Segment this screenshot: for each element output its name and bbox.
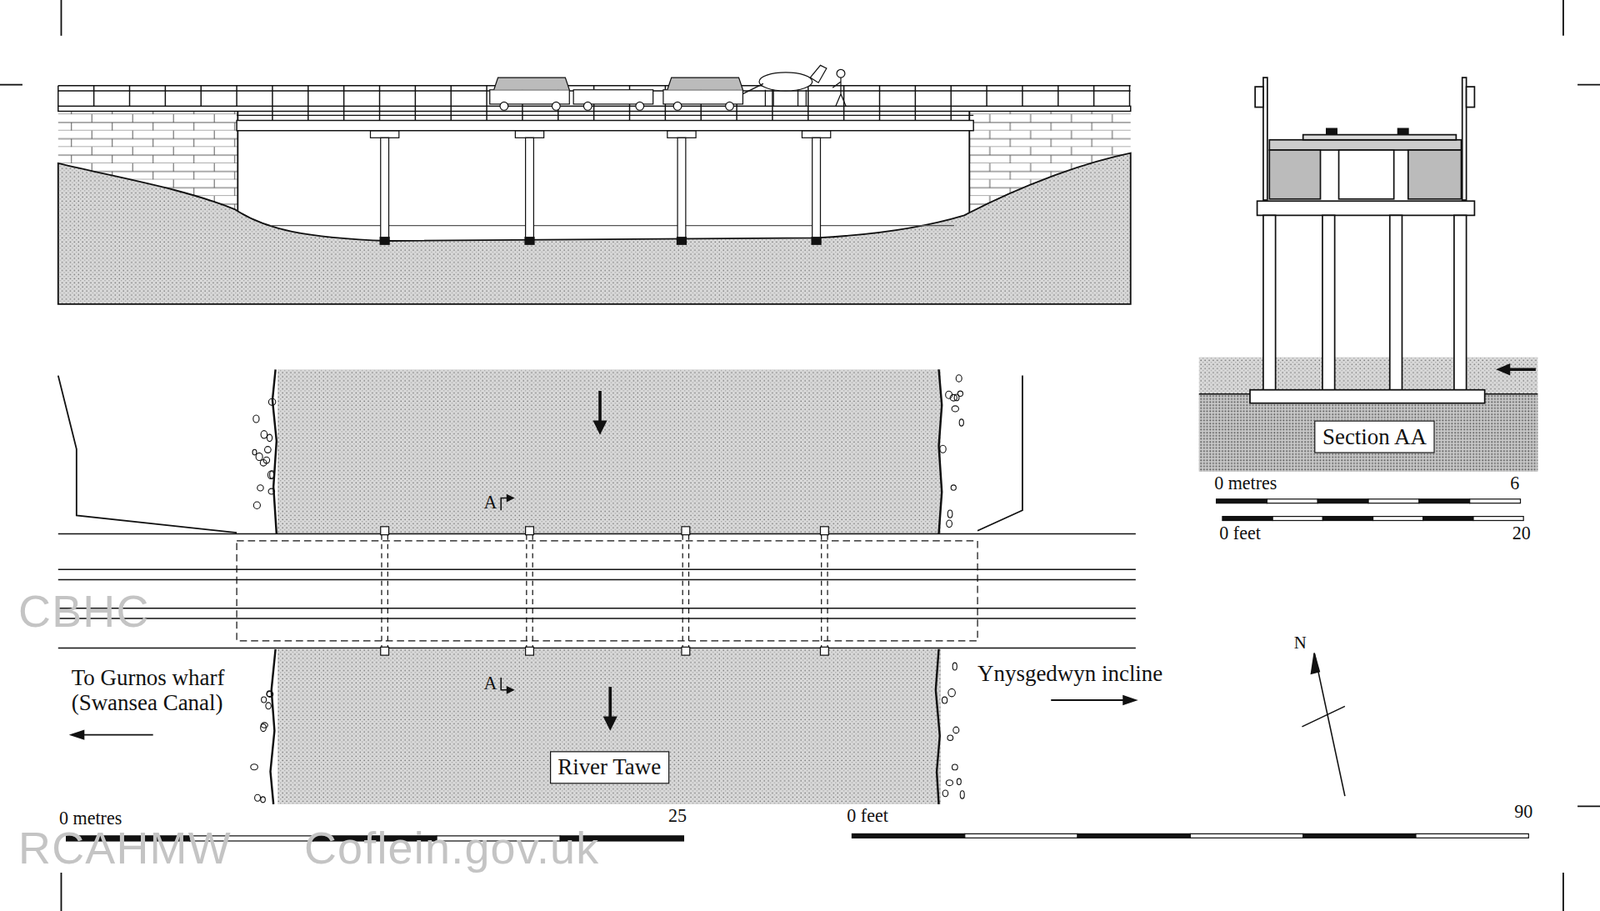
scale-label: 25 <box>668 805 687 826</box>
section-letter: A <box>483 672 497 694</box>
scale-bars <box>66 499 1530 841</box>
scale-label: 0 metres <box>1214 472 1277 494</box>
scale-label: 6 <box>1510 472 1520 494</box>
section-letter: A <box>483 491 497 513</box>
watermark: Coflein.gov.uk <box>304 822 600 875</box>
section-aa <box>1199 77 1539 472</box>
destination-label: To Gurnos wharf (Swansea Canal) <box>71 664 261 716</box>
elevation <box>58 65 1131 305</box>
watermark: RCAHMW <box>18 822 232 875</box>
box-text: River Tawe <box>557 754 661 780</box>
scale-label: 0 feet <box>1219 522 1261 544</box>
scale-label: 0 feet <box>846 805 889 826</box>
watermark: CBHC <box>18 585 150 638</box>
scale-label: 90 <box>1514 800 1533 822</box>
box-text: Section AA <box>1322 423 1427 450</box>
plan <box>58 369 1345 805</box>
river-name-box: River Tawe <box>549 750 670 785</box>
destination-label: Ynysgedwyn incline <box>977 660 1163 686</box>
scale-label: 20 <box>1512 522 1531 544</box>
section-title-box: Section AA <box>1314 420 1435 454</box>
north-label: N <box>1294 632 1307 653</box>
